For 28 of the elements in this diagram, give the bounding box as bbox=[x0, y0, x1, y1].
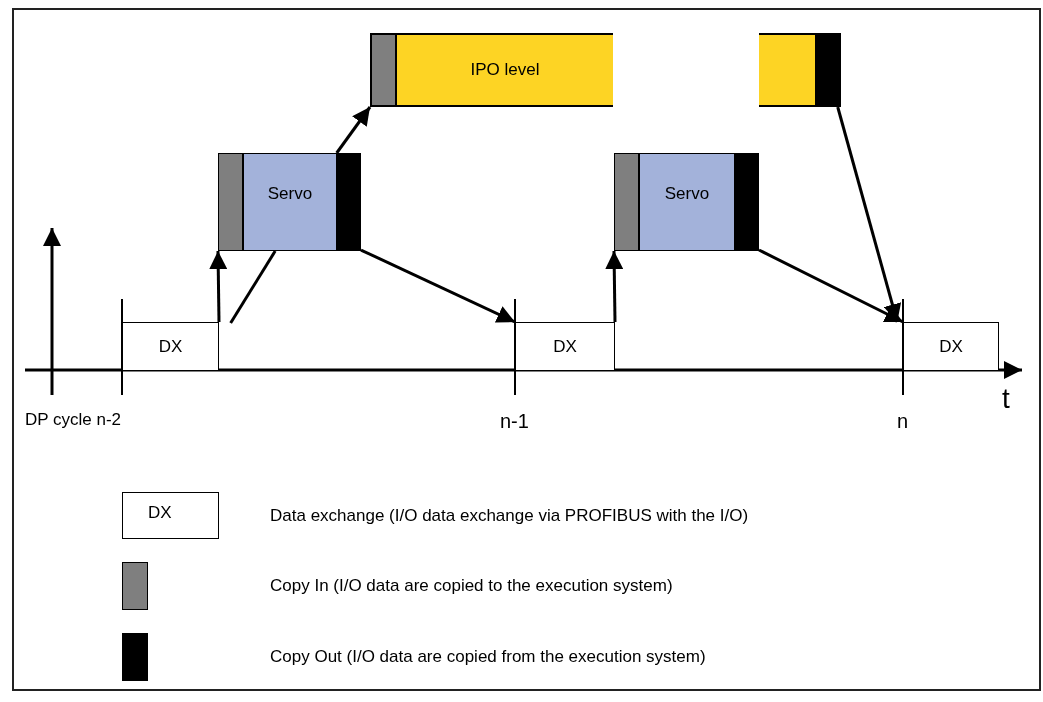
arrow bbox=[335, 106, 372, 154]
ipo-level-block bbox=[759, 33, 841, 107]
servo-block bbox=[614, 153, 759, 251]
ipo-level-block bbox=[370, 33, 613, 107]
arrow bbox=[758, 248, 904, 324]
servo-block bbox=[218, 153, 361, 251]
block-label: DX bbox=[158, 336, 183, 357]
block-label: IPO level bbox=[470, 60, 540, 80]
arrow bbox=[605, 250, 624, 323]
data-exchange-block bbox=[903, 322, 999, 371]
legend-sample-label: DX bbox=[148, 503, 172, 523]
block-label: DX bbox=[553, 336, 577, 357]
cycle-label: DP cycle n-2 bbox=[25, 410, 122, 430]
axis-label: t bbox=[1002, 383, 1010, 415]
cycle-label: n-1 bbox=[500, 410, 529, 433]
data-exchange-block bbox=[515, 322, 615, 371]
connector-line bbox=[229, 250, 277, 324]
cycle-label: n bbox=[897, 410, 909, 433]
data-exchange-block bbox=[122, 322, 219, 371]
legend-text: Copy Out (I/O data are copied from the execution system) bbox=[270, 647, 706, 667]
block-label: DX bbox=[939, 336, 963, 357]
legend-text: Copy In (I/O data are copied to the execution system) bbox=[270, 576, 673, 596]
arrow bbox=[836, 106, 902, 323]
block-label: Servo bbox=[664, 184, 710, 204]
block-label: Servo bbox=[267, 184, 313, 204]
arrow bbox=[209, 250, 228, 323]
legend-text: Data exchange (I/O data exchange via PROFIBUS with the I/O) bbox=[270, 506, 749, 526]
arrow bbox=[360, 248, 516, 324]
